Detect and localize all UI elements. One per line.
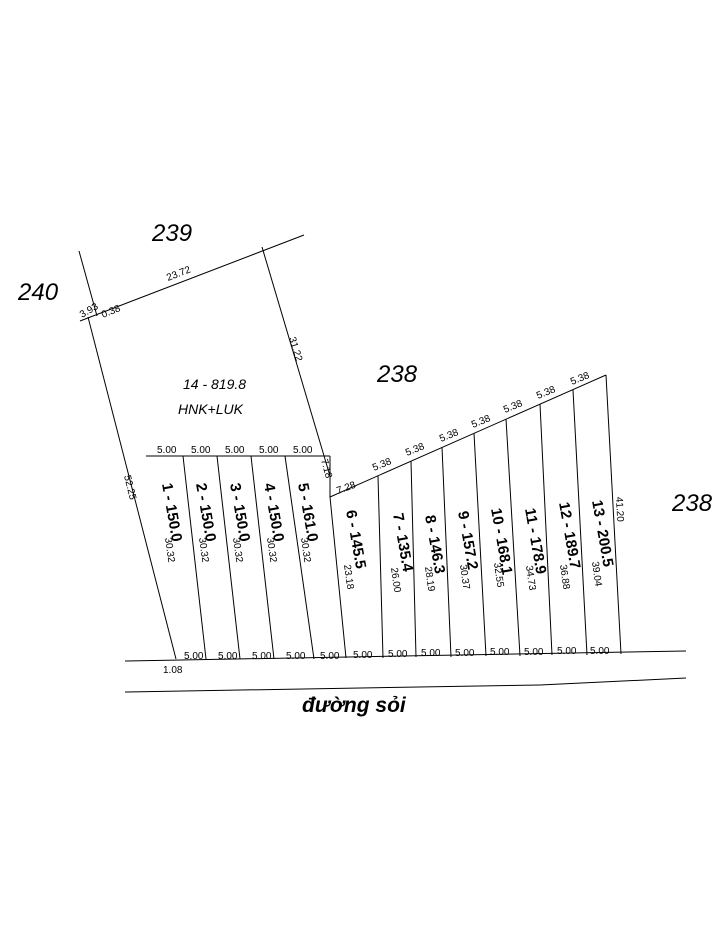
lot-top-width: 5.38 — [371, 456, 394, 474]
lots-top-right-edge — [329, 374, 607, 498]
lot-depth: 23.18 — [341, 564, 355, 591]
lot-top-width: 5.00 — [191, 445, 211, 456]
lot-divider — [410, 460, 417, 658]
lot-label: 2 - 150.0 — [192, 482, 219, 543]
lot-bottom-width: 5.00 — [218, 651, 238, 662]
road-top-edge — [124, 650, 687, 662]
parcel14-label: 14 - 819.8 — [183, 376, 246, 392]
edge-dim: 52.25 — [121, 474, 138, 501]
neighbor-240: 240 — [17, 279, 59, 306]
lot-divider — [216, 455, 241, 660]
lot-depth: 30.32 — [230, 537, 244, 564]
lot-depth: 39.04 — [589, 561, 603, 588]
lot-top-width: 5.38 — [502, 398, 525, 416]
lot-divider — [182, 455, 207, 660]
lot-divider — [250, 455, 275, 660]
road-bottom-left — [124, 684, 541, 693]
lot-divider — [377, 475, 384, 659]
lot-bottom-width: 5.00 — [286, 651, 306, 662]
lot-label: 9 - 157.2 — [454, 510, 481, 571]
lot-top-width: 5.00 — [259, 445, 279, 456]
lot-divider — [539, 403, 553, 656]
lot-top-width: 5.00 — [225, 445, 245, 456]
lot-top-width: 5.00 — [157, 445, 177, 456]
lot-depth: 36.88 — [557, 564, 571, 591]
lot-depth: 30.37 — [457, 564, 471, 591]
edge-dim: 23.72 — [165, 264, 193, 283]
lot-divider — [441, 446, 452, 658]
neighbor-238-top: 238 — [376, 361, 418, 388]
lot-bottom-width: 5.00 — [320, 651, 340, 662]
lot-bottom-width: 5.00 — [490, 647, 510, 658]
lot-label: 6 - 145.5 — [342, 509, 369, 570]
neighbor-239: 239 — [151, 220, 192, 247]
lot-depth: 32.55 — [491, 562, 505, 589]
edge-dim: 7.28 — [335, 480, 357, 497]
lot-label: 3 - 150.0 — [226, 482, 253, 543]
lot-label: 4 - 150.0 — [260, 482, 287, 543]
lot-top-width: 5.38 — [438, 427, 461, 445]
lot-divider — [572, 389, 588, 656]
parcel-top-edge — [79, 234, 305, 322]
lot-top-width: 5.38 — [535, 384, 558, 402]
boundary-lines — [78, 234, 687, 693]
lot-label: 8 - 146.3 — [421, 514, 448, 575]
road-label: đường sỏi — [302, 694, 407, 717]
lot-bottom-width: 5.00 — [184, 651, 204, 662]
lot-depth: 30.32 — [196, 537, 210, 564]
lot-top-width: 5.38 — [470, 413, 493, 431]
lot-depth: 30.32 — [298, 537, 312, 564]
lot-label: 5 - 161.0 — [294, 482, 321, 543]
edge-dim: 31.22 — [286, 336, 304, 364]
edge-dim: 1.08 — [163, 665, 183, 676]
lot-bottom-width: 5.00 — [455, 648, 475, 659]
parcel-right-edge — [261, 246, 331, 477]
lot-bottom-width: 5.00 — [421, 648, 441, 659]
lot-divider — [505, 418, 521, 657]
lot-bottom-width: 5.00 — [388, 649, 408, 660]
lot-depth: 28.19 — [422, 566, 436, 593]
parcel-left-edge — [87, 316, 177, 660]
lot-bottom-width: 5.00 — [557, 646, 577, 657]
lot-bottom-width: 5.00 — [353, 650, 373, 661]
lot-depth: 26.00 — [388, 567, 402, 594]
lot-divider — [473, 432, 487, 657]
lot-label: 1 - 150.0 — [158, 482, 185, 543]
lot-top-width: 5.00 — [293, 445, 313, 456]
lot-top-width: 5.38 — [569, 370, 592, 388]
lot-bottom-width: 5.00 — [590, 646, 610, 657]
parcel14-landuse: HNK+LUK — [178, 401, 244, 417]
neighbor-238-right: 238 — [671, 490, 713, 517]
lot-label: 13 - 200.5 — [588, 499, 616, 568]
edge-dim: 7.18 — [318, 458, 334, 480]
lot-depth: 30.32 — [162, 537, 176, 564]
lot-bottom-width: 5.00 — [524, 647, 544, 658]
lot-divider — [329, 496, 347, 659]
lot-divider — [284, 455, 315, 660]
lot13-right-edge — [605, 374, 622, 655]
lot-depth: 30.32 — [264, 537, 278, 564]
edge-dim: 41.20 — [613, 497, 625, 523]
lot-depth: 34.73 — [523, 565, 537, 592]
road-bottom-right — [539, 677, 687, 686]
neighbor-240-divider — [78, 250, 98, 317]
lot-bottom-width: 5.00 — [252, 651, 272, 662]
